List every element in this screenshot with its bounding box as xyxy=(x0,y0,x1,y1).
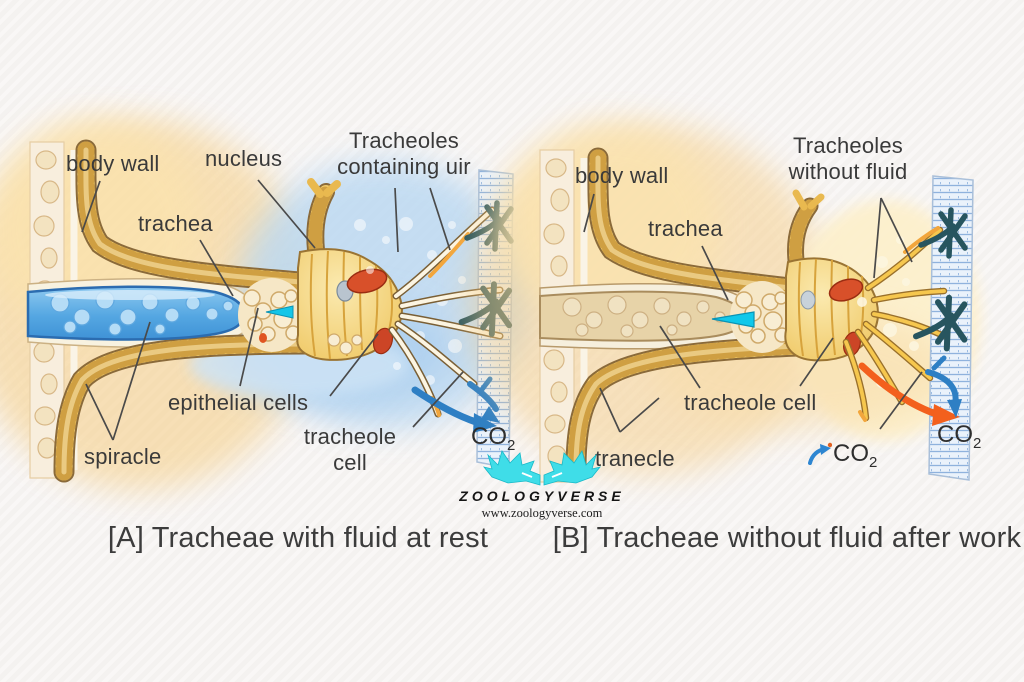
label-epithelial-cells-a: epithelial cells xyxy=(168,390,309,415)
label-body-wall-a: body wall xyxy=(66,151,160,176)
trachea-air-b xyxy=(539,290,746,342)
zoologyverse-logo: ZOOLOGYVERSE www.zoologyverse.com xyxy=(429,447,655,521)
leader-lines-b xyxy=(583,193,923,433)
label-nucleus-a: nucleus xyxy=(205,146,283,171)
caption-b: [B] Tracheae without fluid after work xyxy=(552,522,1022,554)
trachea-fluid-a xyxy=(26,285,246,341)
trachea-walls-a xyxy=(53,139,319,483)
co2-arrow-blue-a xyxy=(411,376,500,433)
panel-b-illustration xyxy=(470,125,980,483)
label-body-wall-b: body wall xyxy=(575,163,669,188)
label-spiracle-a: spiracle xyxy=(84,444,162,469)
epithelial-cells-b xyxy=(711,281,794,353)
trachea-walls-b xyxy=(565,147,809,481)
tracheole-branches-b xyxy=(842,226,948,422)
label-tracheole-cell-b: tracheole cell xyxy=(684,390,817,415)
label-trachea-a: trachea xyxy=(138,211,213,236)
co2-arrow-blue-b xyxy=(925,355,962,418)
label-tracheoles-b: Tracheoles without fluid xyxy=(788,133,908,185)
tracheole-cell-a xyxy=(296,178,404,361)
label-tranecle-b: tranecle xyxy=(595,446,675,471)
epithelial-cells-a xyxy=(238,278,306,352)
panel-a-illustration xyxy=(0,120,530,490)
co2-small-blue-arrow-icon xyxy=(808,442,832,465)
leader-lines-a xyxy=(81,179,464,441)
label-co2-a: CO2 xyxy=(471,423,516,454)
wolf-logo-icon xyxy=(482,450,602,486)
label-co2-mid-b: CO2 xyxy=(833,440,878,471)
label-tracheole-cell-a: tracheole cell xyxy=(303,424,397,476)
label-co2-right-b: CO2 xyxy=(937,421,982,452)
label-trachea-b: trachea xyxy=(648,216,723,241)
logo-text: ZOOLOGYVERSE xyxy=(459,488,625,504)
logo-website: www.zoologyverse.com xyxy=(481,506,603,520)
label-tracheoles-a: Tracheoles containing uir xyxy=(337,128,471,180)
caption-a: [A] Tracheae with fluid at rest xyxy=(107,522,489,554)
